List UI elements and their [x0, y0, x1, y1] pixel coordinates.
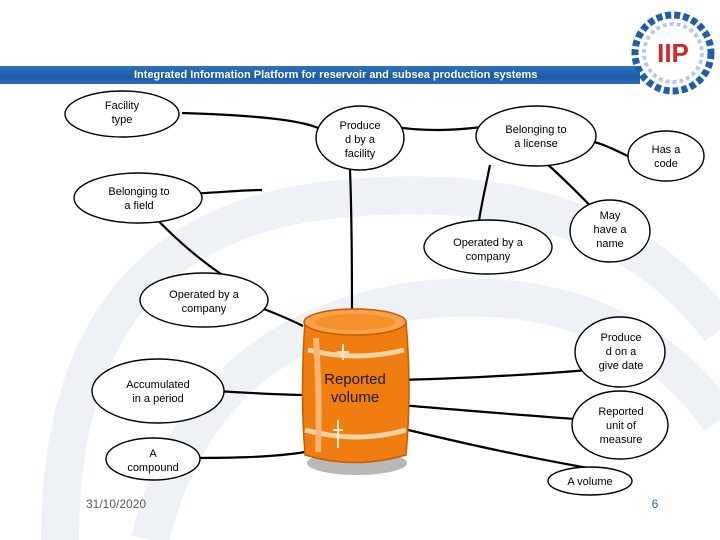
label-accumulated-period: Accumulated in a period — [126, 379, 190, 405]
label-compound: A compound — [127, 448, 179, 474]
bubble-reported-unit — [571, 390, 669, 460]
bubble-produced-date — [574, 316, 666, 388]
label-has-code: Has a code — [651, 144, 681, 170]
footer-date: 31/10/2020 — [86, 497, 147, 511]
label-may-have-name: May have a name — [593, 210, 627, 250]
label-produced-date: Produce d on a give date — [598, 332, 644, 372]
bubble-accumulated-period — [91, 358, 225, 424]
header-bar — [0, 66, 640, 84]
logo-text: IIP — [657, 38, 689, 68]
label-belonging-field: Belonging to a field — [108, 186, 170, 212]
label-produced-by-facility: Produce d by a facility — [339, 120, 381, 160]
bubble-facility-type — [64, 90, 180, 138]
bubble-operated-company-2 — [139, 272, 269, 328]
bubble-produced-by-facility — [315, 105, 405, 171]
bubble-volume — [547, 466, 633, 496]
iip-logo: IIP — [631, 11, 715, 95]
label-facility-type: Facility type — [104, 100, 140, 126]
page-number: 6 — [651, 497, 659, 511]
label-belonging-license: Belonging to a license — [505, 124, 567, 150]
barrel-icon — [301, 308, 410, 475]
bubble-may-have-name — [569, 199, 651, 263]
center-label-reported-volume: Reported volume — [324, 371, 386, 406]
bubble-compound — [105, 437, 201, 481]
label-operated-company-2: Operated by a company — [169, 289, 239, 315]
label-reported-unit: Reported unit of measure — [598, 406, 644, 446]
bubble-belonging-license — [475, 105, 597, 167]
bubble-has-code — [627, 130, 705, 182]
bubble-operated-company-1 — [423, 219, 553, 275]
node-bubbles — [64, 90, 705, 496]
bubble-belonging-field — [73, 172, 203, 224]
header-title: Integrated Information Platform for rese… — [134, 69, 538, 81]
label-operated-company-1: Operated by a company — [453, 237, 523, 263]
label-volume: A volume — [567, 476, 613, 488]
